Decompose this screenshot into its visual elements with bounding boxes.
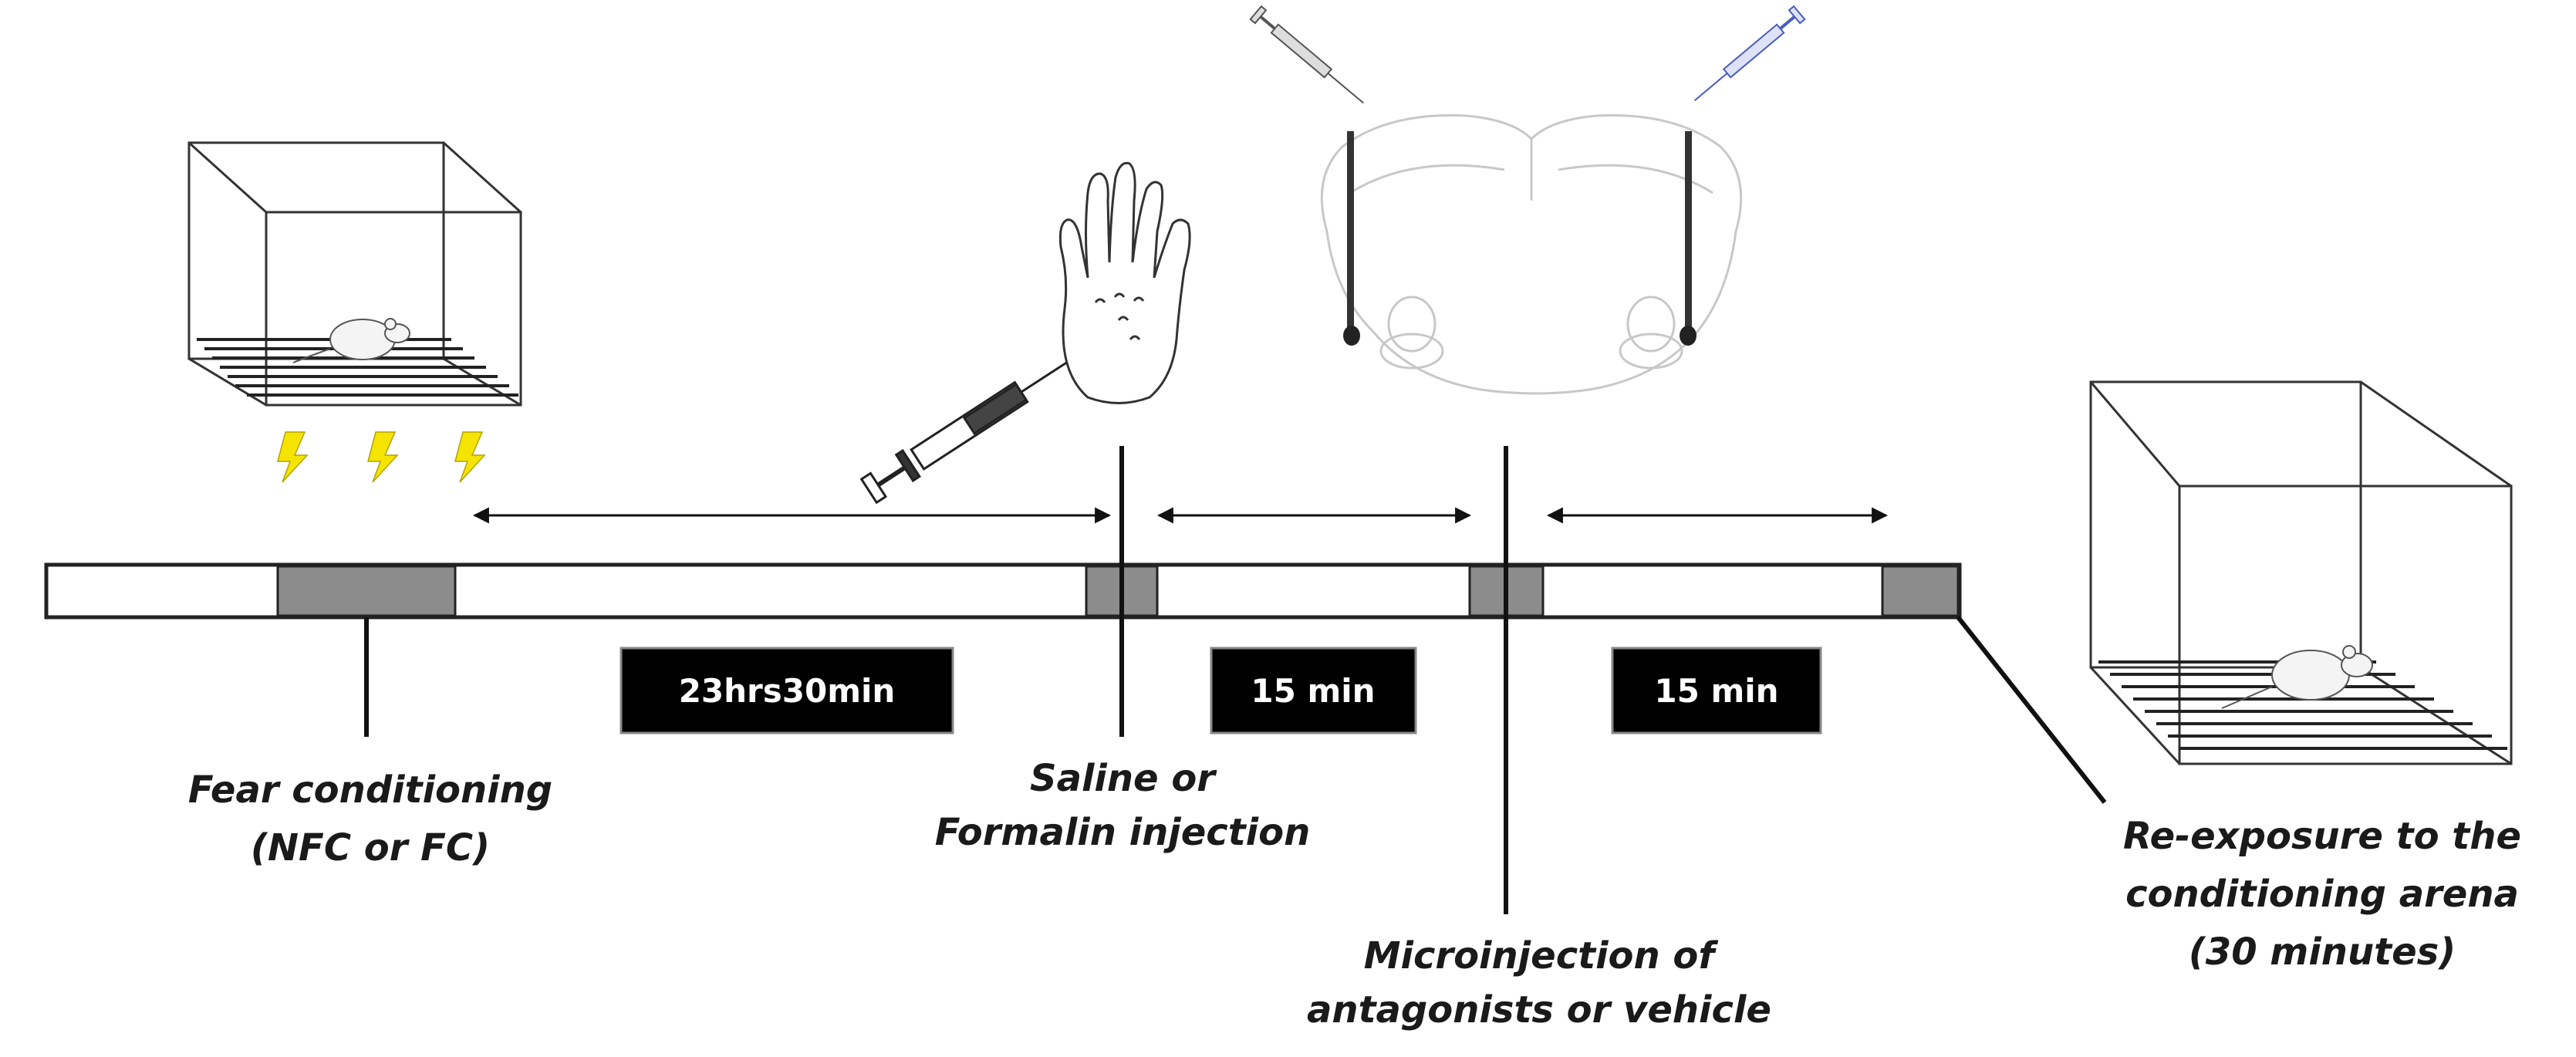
timeline-bar [44, 562, 1962, 620]
brain-section-icon [1320, 114, 1743, 395]
timeline-markers [364, 446, 2107, 914]
svg-text:(30 minutes): (30 minutes) [2189, 930, 2456, 974]
svg-text:antagonists or vehicle: antagonists or vehicle [1307, 988, 1771, 1032]
svg-text:Formalin injection: Formalin injection [935, 811, 1311, 854]
label-microinjection: Microinjection of antagonists or vehicle [1307, 934, 1771, 1032]
microinjection-syringe-right-icon [1693, 5, 1806, 102]
lightning-bolt-icon [367, 431, 399, 483]
paw-icon [1058, 161, 1191, 404]
label-injection: Saline or Formalin injection [935, 757, 1311, 854]
duration-label-1: 23hrs30min [679, 672, 896, 710]
label-reexposure: Re-exposure to the conditioning arena (3… [2123, 815, 2521, 974]
timeline-block-fear-conditioning [276, 565, 457, 617]
conditioning-chamber-left [187, 141, 522, 407]
duration-box-1: 23hrs30min [620, 647, 954, 734]
cannulas [1343, 131, 1697, 346]
svg-text:Fear conditioning: Fear conditioning [188, 768, 552, 812]
conditioning-chamber-right [2089, 380, 2513, 765]
microinjection-syringe-left-icon [1249, 5, 1364, 104]
rat-icon [292, 318, 410, 363]
label-fear-conditioning: Fear conditioning (NFC or FC) [188, 768, 552, 870]
svg-text:Saline or: Saline or [1030, 757, 1217, 800]
timeline-block-reexposure [1881, 565, 1960, 617]
shock-bolts [277, 431, 486, 483]
duration-label-3: 15 min [1654, 672, 1778, 710]
duration-box-3: 15 min [1611, 647, 1822, 734]
lightning-bolt-icon [277, 431, 309, 483]
svg-text:conditioning arena: conditioning arena [2125, 873, 2519, 916]
marker-reexposure [1956, 616, 2107, 804]
duration-label-2: 15 min [1251, 672, 1375, 710]
svg-text:(NFC or FC): (NFC or FC) [251, 826, 490, 870]
svg-text:Re-exposure to the: Re-exposure to the [2123, 815, 2521, 858]
rat-icon [2221, 645, 2373, 709]
svg-text:Microinjection of: Microinjection of [1364, 934, 1719, 978]
duration-box-2: 15 min [1210, 647, 1417, 734]
lightning-bolt-icon [454, 431, 486, 483]
syringe-icon [859, 361, 1068, 505]
